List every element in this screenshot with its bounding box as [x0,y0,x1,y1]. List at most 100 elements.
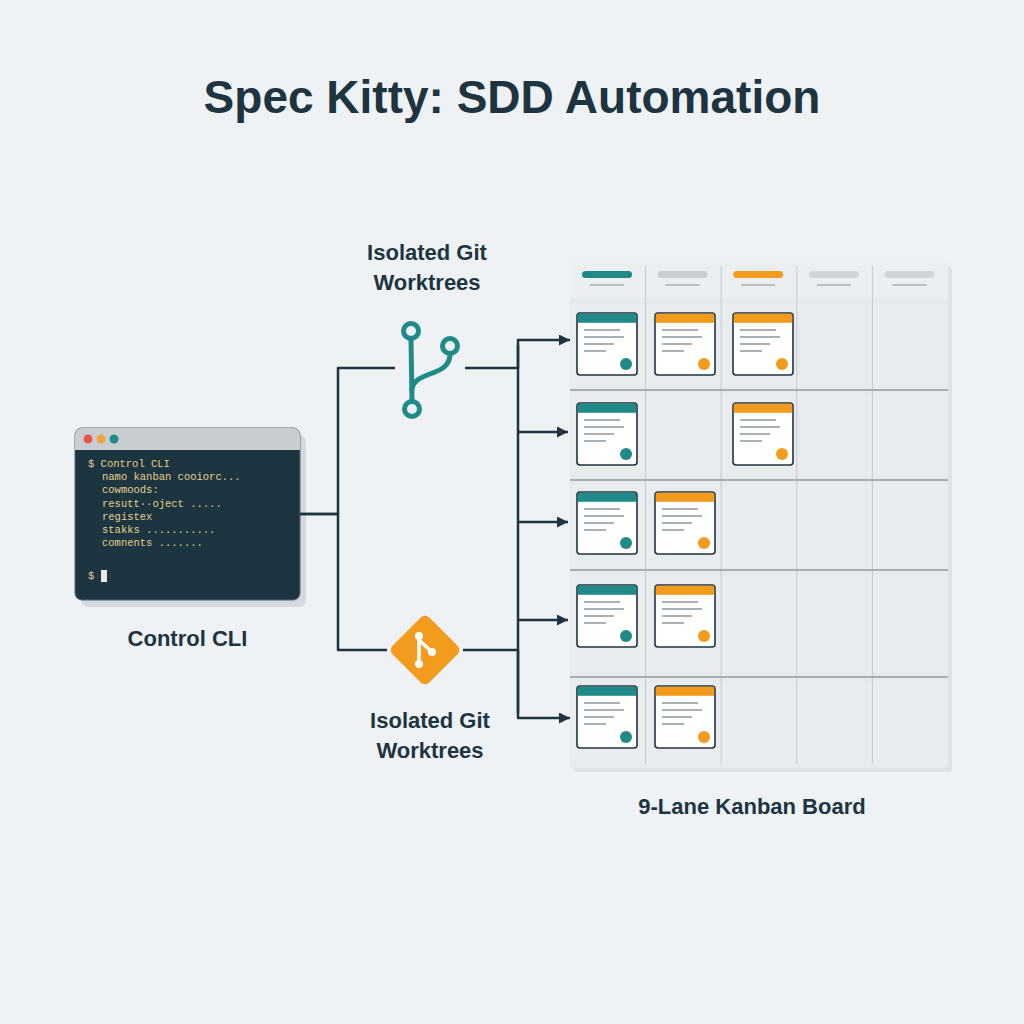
card-line [662,615,692,617]
terminal-line: stakks ........... [102,524,292,536]
card-dot [698,630,710,642]
terminal-line: cowmoods: [102,484,292,496]
card-band [734,314,792,323]
card-body [577,313,637,375]
lane-marker [884,271,934,278]
connector [300,514,387,650]
card-line [662,608,702,610]
task-card [655,686,715,748]
connector [465,340,570,368]
task-card [577,313,637,375]
branch-node [404,324,419,339]
lane-marker [582,271,632,278]
row-divider [570,479,948,481]
card-band [656,687,714,696]
card-body [655,585,715,647]
terminal-line: namo kanban cooiorc... [102,471,292,483]
terminal-window: $ Control CLInamo kanban cooiorc...cowmo… [75,428,300,600]
git-diamond-icon: Isolated Git Worktrees [387,612,463,688]
card-body [655,686,715,748]
lane-marker [658,271,708,278]
lane-divider [721,266,722,764]
git-branch-icon [395,318,465,418]
card-line [740,433,770,435]
card-line [584,350,606,352]
card-dot [698,731,710,743]
terminal-titlebar [75,440,300,450]
card-body [577,585,637,647]
card-band [656,493,714,502]
branch-node [405,402,420,417]
terminal-line: comnents ....... [102,537,292,549]
card-body [733,403,793,465]
branch-arrow [518,431,568,434]
branch-node [443,339,458,354]
card-line [740,343,770,345]
lane-marker [809,271,859,278]
lane-marker-line [817,284,851,286]
connector [463,650,570,718]
row-divider [570,569,948,571]
card-line [740,419,776,421]
node-heading: Control CLI [55,624,320,654]
terminal-titlebar [75,428,300,450]
lane-divider [796,266,797,764]
node-heading: Isolated Git Worktrees [352,238,502,298]
card-band [578,404,636,413]
card-dot [620,731,632,743]
card-band [656,314,714,323]
card-line [584,343,614,345]
branch-stem [411,339,412,402]
card-line [740,426,780,428]
branch-arrow [518,521,568,524]
lane-marker-line [741,284,775,286]
diagram-title: Spec Kitty: SDD Automation [0,70,1024,124]
card-line [584,622,606,624]
task-card [577,492,637,554]
card-line [584,419,620,421]
card-line [662,622,684,624]
card-line [662,716,692,718]
card-body [577,686,637,748]
swimlane [570,682,948,766]
card-line [740,440,762,442]
card-line [584,702,620,704]
card-band [656,586,714,595]
git-diamond-icon [387,612,463,688]
card-line [662,350,684,352]
git-glyph-dot [415,660,423,668]
node-heading: 9-Lane Kanban Board [602,792,902,822]
cursor [101,570,107,582]
task-card [655,585,715,647]
git-glyph-dot [415,632,423,640]
card-band [734,404,792,413]
branch-arrow [518,619,568,622]
connector [300,368,395,514]
card-line [584,336,624,338]
branch-curve [412,354,450,390]
task-card [655,313,715,375]
card-line [740,350,762,352]
card-dot [620,448,632,460]
lane-marker-line [666,284,700,286]
card-line [584,329,620,331]
card-line [662,702,698,704]
board-background [570,262,948,768]
card-line [662,522,692,524]
git-branch-icon: Isolated Git Worktrees [395,318,465,418]
card-line [584,709,624,711]
card-line [662,508,698,510]
card-line [584,522,614,524]
card-band [578,493,636,502]
card-line [740,336,780,338]
node-heading: Isolated Git Worktrees [355,706,505,766]
kanban-board [570,262,948,768]
lane-divider [645,266,646,764]
card-body [655,492,715,554]
window-dot [110,435,119,444]
window-dot [97,435,106,444]
window-dot [84,435,93,444]
card-line [584,440,606,442]
task-card [577,403,637,465]
